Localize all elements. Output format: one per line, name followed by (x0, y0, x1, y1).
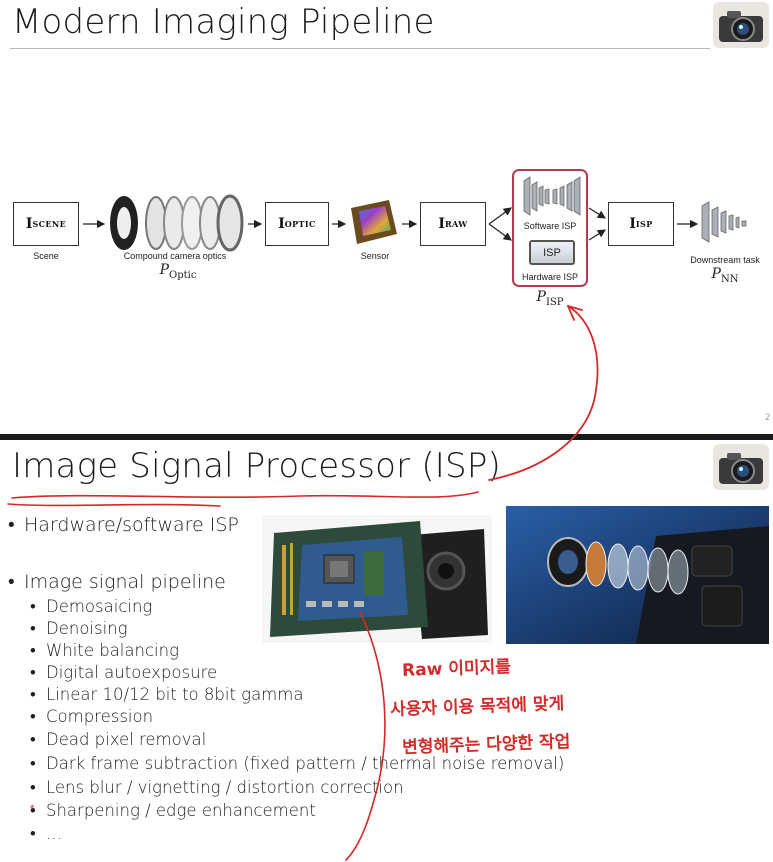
software-isp-network-icon (522, 175, 582, 219)
slide-image-signal-processor: Image Signal Processor (ISP) •Hardware/s… (0, 440, 773, 862)
sub-bullet: •Sharpening / edge enhancement (30, 801, 316, 820)
slide-title: Image Signal Processor (ISP) (12, 446, 501, 486)
sub-bullet: •White balancing (30, 641, 179, 660)
sub-bullet: •Denoising (30, 619, 128, 638)
sensor-chip-icon (347, 198, 399, 246)
caption-downstream-task: Downstream task (690, 255, 760, 265)
sub-bullet: •Linear 10/12 bit to 8bit gamma (30, 685, 304, 704)
sub-bullet: •Lens blur / vignetting / distortion cor… (30, 778, 404, 797)
handwritten-note-line-2: 사용자 이용 목적에 맞게 (389, 693, 565, 721)
hardware-isp-chip: ISP (529, 240, 575, 265)
sub-bullet: •Dark frame subtraction (fixed pattern /… (30, 754, 565, 773)
asterisk-mark-icon: * (30, 803, 35, 815)
camera-logo-icon (713, 2, 769, 48)
sub-bullet: •... (30, 824, 62, 843)
caption-compound-optics: Compound camera optics (123, 251, 227, 261)
page-number: 2 (764, 412, 770, 422)
camera-logo-icon (713, 444, 769, 490)
math-p-nn: PNN (711, 266, 739, 285)
sub-bullet: •Compression (30, 707, 154, 726)
camera-module-photo (506, 506, 769, 644)
isp-group-frame: Software ISP ISP Hardware ISP (512, 169, 588, 287)
slide-title: Modern Imaging Pipeline (12, 2, 435, 42)
caption-hardware-isp: Hardware ISP (521, 272, 579, 282)
handwritten-note-line-1: Raw 이미지를 (401, 657, 512, 681)
sub-bullet: •Digital autoexposure (30, 663, 218, 682)
downstream-network-icon (700, 200, 748, 246)
math-p-optic: POptic (159, 262, 197, 281)
compound-optics-icon (108, 194, 246, 252)
title-rule (10, 48, 710, 49)
math-p-isp: PISP (536, 289, 564, 308)
bullet-hardware-software-isp: •Hardware/software ISP (8, 514, 239, 536)
caption-software-isp: Software ISP (523, 221, 577, 231)
isp-board-photo (262, 515, 492, 643)
caption-scene: Scene (33, 251, 59, 261)
sub-bullet: •Dead pixel removal (30, 730, 207, 749)
caption-sensor: Sensor (360, 251, 390, 261)
slide-divider (0, 434, 773, 442)
sub-bullet: •Demosaicing (30, 597, 153, 616)
bullet-image-signal-pipeline: •Image signal pipeline (8, 571, 226, 593)
